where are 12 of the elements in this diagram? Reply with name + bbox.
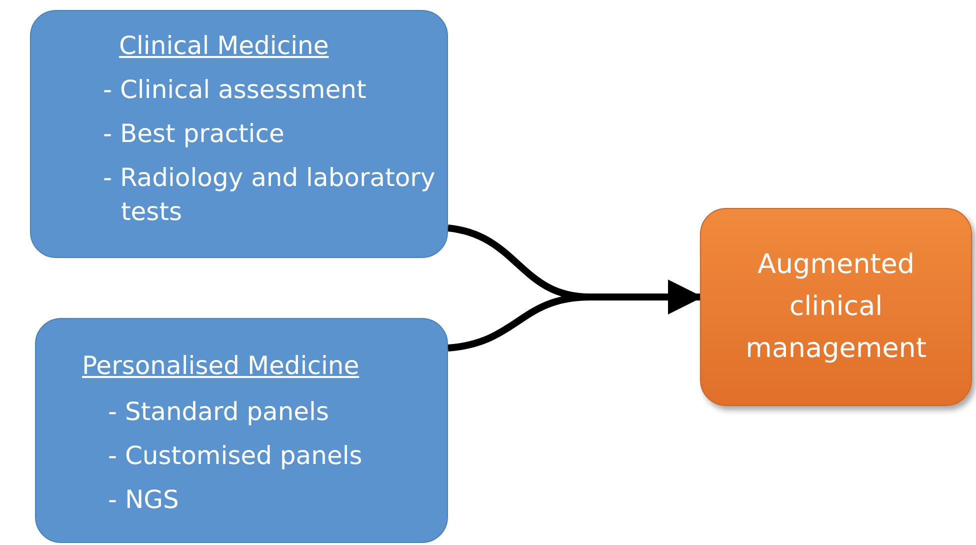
list-item: - Best practice: [103, 118, 284, 150]
box-text: Augmented clinical management: [744, 248, 928, 366]
box-heading: Personalised Medicine: [82, 350, 360, 382]
list-item: - Standard panels: [108, 396, 330, 428]
box-heading: Clinical Medicine: [119, 30, 329, 62]
list-item: - Radiology and laboratory tests: [103, 162, 436, 228]
list-item: - NGS: [108, 484, 179, 516]
category-box: [35, 318, 448, 543]
list-item: - Customised panels: [108, 440, 362, 472]
list-item: - Clinical assessment: [103, 74, 368, 106]
outcome-box: [700, 208, 972, 406]
category-box: [30, 10, 448, 258]
